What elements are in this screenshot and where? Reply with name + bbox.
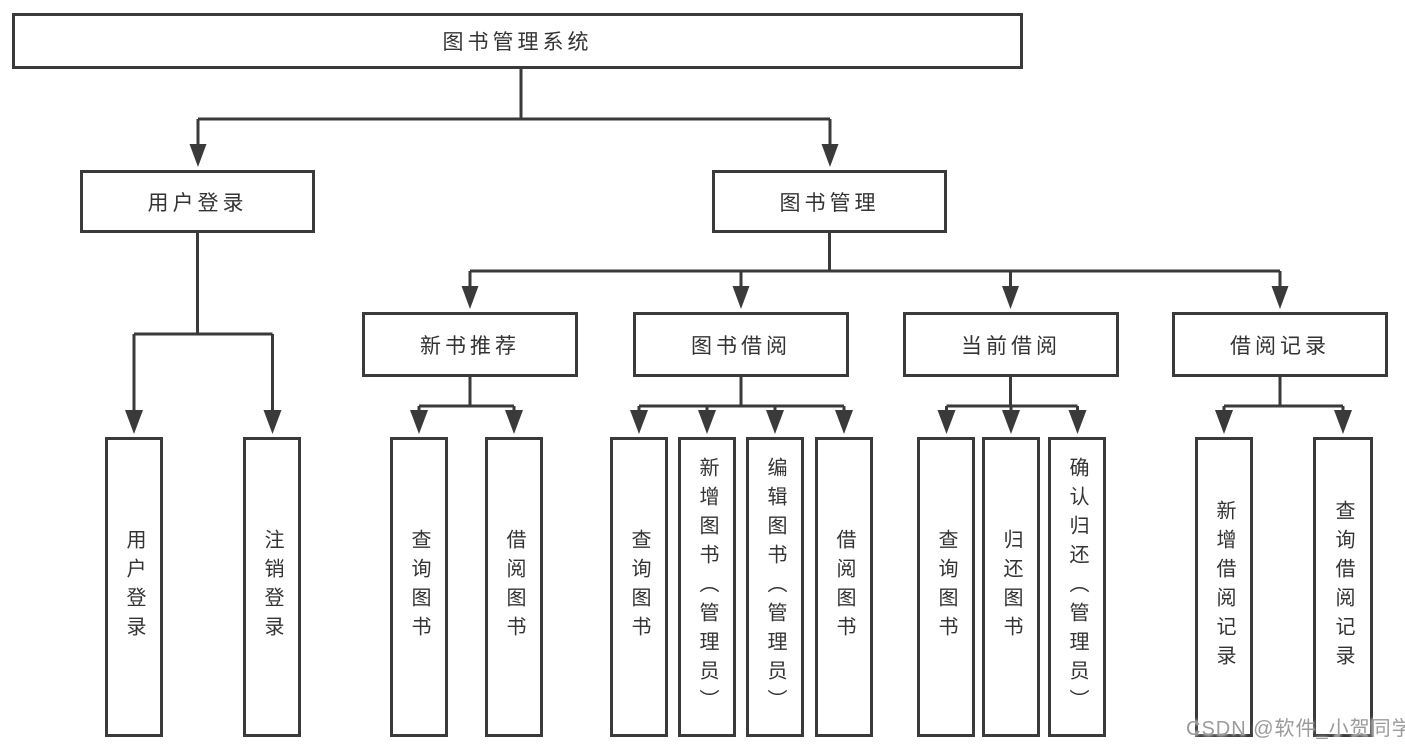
connector-bookborrow-to-leaves	[637, 377, 846, 412]
arrowhead-icon	[1002, 410, 1020, 434]
node-book-management: 图书管理	[712, 170, 947, 233]
node-label: 图书借阅	[691, 334, 791, 358]
node-user-login: 用户登录	[80, 170, 315, 233]
arrowhead-icon	[505, 410, 523, 434]
leaf-add-books-admin: 新增图书（管理员）	[678, 437, 736, 737]
arrowheads	[125, 144, 1352, 434]
arrowhead-icon	[1271, 286, 1289, 309]
arrowhead-icon	[698, 410, 716, 434]
arrowhead-icon	[189, 144, 207, 167]
leaf-query-books-recommend: 查询图书	[390, 437, 448, 737]
node-label: 用户登录	[147, 191, 248, 215]
arrowhead-icon	[1215, 410, 1233, 434]
connector-newbook-to-leaves	[417, 377, 516, 412]
connector-borrowrecord-to-leaves	[1222, 377, 1345, 412]
leaf-return-books: 归还图书	[982, 437, 1040, 737]
node-borrowing-records: 借阅记录	[1172, 312, 1388, 377]
leaf-label: 用户登录	[123, 529, 145, 645]
node-label: 图书管理系统	[442, 31, 593, 54]
arrowhead-icon	[766, 410, 784, 434]
arrowhead-icon	[1334, 410, 1352, 434]
node-new-book-recommend: 新书推荐	[362, 312, 578, 377]
leaf-label: 归还图书	[1000, 529, 1022, 645]
arrowhead-icon	[937, 410, 956, 434]
leaf-borrow-books: 借阅图书	[815, 437, 873, 737]
leaf-label: 查询图书	[628, 529, 650, 645]
leaf-label: 编辑图书（管理员）	[764, 456, 786, 718]
leaf-add-borrow-record: 新增借阅记录	[1195, 437, 1253, 737]
leaf-query-borrow-record: 查询借阅记录	[1313, 437, 1373, 737]
arrowhead-icon	[461, 286, 479, 309]
arrowhead-icon	[732, 286, 750, 309]
leaf-confirm-return-admin: 确认归还（管理员）	[1048, 437, 1106, 737]
leaf-edit-books-admin: 编辑图书（管理员）	[746, 437, 804, 737]
connector-currentborrow-to-leaves	[945, 377, 1079, 412]
arrowhead-icon	[835, 410, 853, 434]
leaf-query-books-current: 查询图书	[917, 437, 975, 737]
arrowhead-icon	[821, 144, 839, 167]
leaf-label: 查询借阅记录	[1332, 500, 1354, 674]
node-label: 新书推荐	[420, 334, 520, 358]
arrowhead-icon	[410, 410, 428, 434]
node-label: 借阅记录	[1230, 334, 1330, 358]
leaf-label: 新增图书（管理员）	[696, 456, 718, 718]
leaf-label: 借阅图书	[503, 529, 525, 645]
arrowhead-icon	[630, 410, 648, 434]
arrowhead-icon	[125, 410, 143, 434]
leaf-logout: 注销登录	[243, 437, 301, 737]
node-label: 当前借阅	[961, 334, 1061, 358]
arrowhead-icon	[1002, 286, 1019, 309]
connector-userlogin-to-leaves	[132, 233, 274, 412]
leaf-borrow-books-recommend: 借阅图书	[485, 437, 543, 737]
node-library-system: 图书管理系统	[12, 13, 1023, 69]
node-current-borrowing: 当前借阅	[903, 312, 1119, 377]
csdn-watermark: CSDN @软件_小贺同学	[1186, 718, 1405, 740]
leaf-label: 确认归还（管理员）	[1066, 456, 1088, 718]
connector-bookmgmt-to-level3	[468, 233, 1282, 288]
node-book-borrowing: 图书借阅	[633, 312, 849, 377]
leaf-query-books-borrow: 查询图书	[610, 437, 668, 737]
arrowhead-icon	[1068, 410, 1087, 434]
connector-root-to-level2	[196, 68, 832, 146]
leaf-label: 新增借阅记录	[1213, 500, 1235, 674]
leaf-label: 注销登录	[261, 529, 283, 645]
leaf-label: 查询图书	[935, 529, 957, 645]
leaf-user-login: 用户登录	[105, 437, 163, 737]
leaf-label: 查询图书	[408, 529, 430, 645]
node-label: 图书管理	[779, 191, 880, 215]
leaf-label: 借阅图书	[833, 529, 855, 645]
arrowhead-icon	[263, 410, 282, 434]
